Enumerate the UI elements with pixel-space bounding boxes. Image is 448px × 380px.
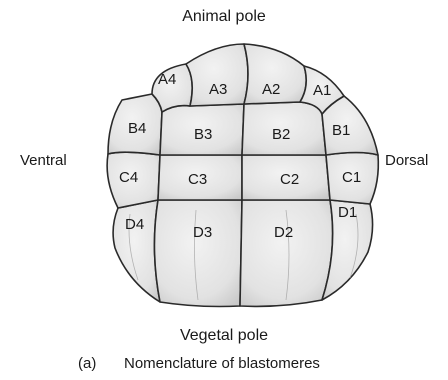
label-a1: A1 <box>313 82 331 99</box>
label-b3: B3 <box>194 126 212 143</box>
label-c3: C3 <box>188 171 207 188</box>
label-b1: B1 <box>332 122 350 139</box>
label-a3: A3 <box>209 81 227 98</box>
label-c4: C4 <box>119 169 138 186</box>
cell-d2 <box>240 200 333 306</box>
label-b2: B2 <box>272 126 290 143</box>
label-c2: C2 <box>280 171 299 188</box>
label-a4: A4 <box>158 71 176 88</box>
label-d3: D3 <box>193 224 212 241</box>
label-d2: D2 <box>274 224 293 241</box>
label-c1: C1 <box>342 169 361 186</box>
label-b4: B4 <box>128 120 146 137</box>
label-d1: D1 <box>338 204 357 221</box>
label-a2: A2 <box>262 81 280 98</box>
cell-d3 <box>154 200 242 307</box>
label-d4: D4 <box>125 216 144 233</box>
